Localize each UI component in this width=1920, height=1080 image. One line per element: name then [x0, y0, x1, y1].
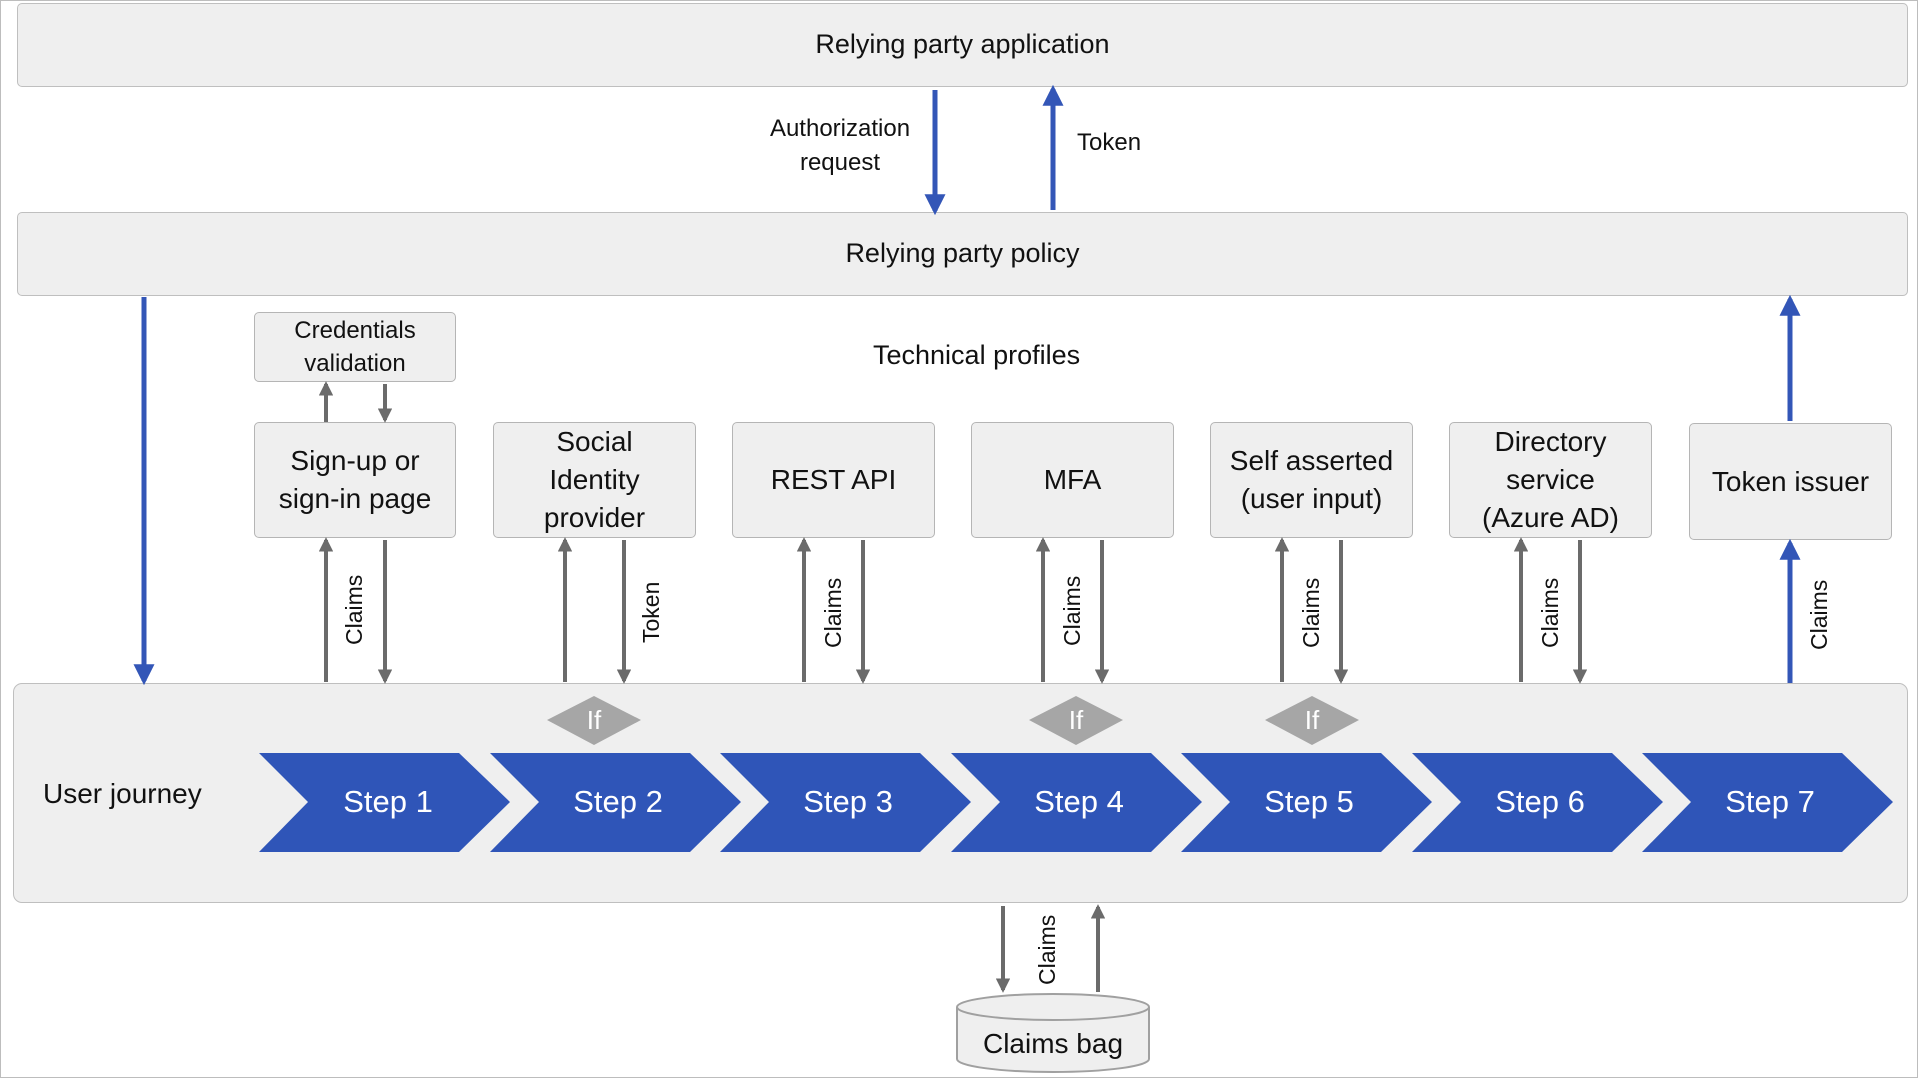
- technical-profile-social-idp: Social Identity provider: [493, 422, 696, 538]
- technical-profile-token-issuer: Token issuer: [1689, 423, 1892, 540]
- profile-line: sign-in page: [278, 483, 432, 514]
- step-6-label: Step 6: [1495, 784, 1585, 819]
- step-4-chevron: Step 4: [951, 753, 1202, 852]
- relying-party-policy-label: Relying party policy: [845, 238, 1080, 268]
- profile-line: MFA: [1043, 464, 1102, 495]
- if-diamond-step-2: If: [547, 696, 641, 745]
- if-label: If: [587, 705, 602, 735]
- step-4-label: Step 4: [1034, 784, 1124, 819]
- conditional-diamonds: If If If: [547, 696, 1359, 745]
- claims-bag-cylinder: Claims bag: [956, 993, 1150, 1073]
- profile-line: Identity: [549, 464, 640, 495]
- claims-bag-label: Claims bag: [983, 1028, 1123, 1059]
- step-5-chevron: Step 5: [1181, 753, 1432, 852]
- credentials-validation-line1: Credentials: [294, 317, 416, 344]
- step-7-chevron: Step 7: [1642, 753, 1893, 852]
- if-label: If: [1069, 705, 1084, 735]
- step-3-chevron: Step 3: [720, 753, 971, 852]
- technical-profile-rest-api: REST API: [732, 422, 935, 538]
- relying-party-policy-box: Relying party policy: [17, 212, 1908, 296]
- step-1-chevron: Step 1: [259, 753, 510, 852]
- gray-arrows: [318, 381, 1588, 993]
- step-2-label: Step 2: [573, 784, 663, 819]
- step-6-chevron: Step 6: [1412, 753, 1663, 852]
- step-5-label: Step 5: [1264, 784, 1354, 819]
- user-journey-label: User journey: [43, 778, 202, 809]
- step-2-chevron: Step 2: [490, 753, 741, 852]
- technical-profiles-label: Technical profiles: [873, 340, 1081, 370]
- profile-line: (user input): [1240, 483, 1383, 514]
- profile-line: service: [1506, 464, 1595, 495]
- profile-line: (Azure AD): [1482, 502, 1619, 533]
- token-label: Token: [1077, 129, 1142, 156]
- technical-profile-mfa: MFA: [971, 422, 1174, 538]
- if-diamond-step-5: If: [1265, 696, 1359, 745]
- technical-profile-self-asserted: Self asserted (user input): [1210, 422, 1413, 538]
- profile-line: Sign-up or: [290, 445, 420, 476]
- profile-line: provider: [543, 502, 646, 533]
- authorization-request-line2: request: [799, 149, 881, 176]
- step-7-label: Step 7: [1725, 784, 1815, 819]
- if-label: If: [1305, 705, 1320, 735]
- relying-party-application-label: Relying party application: [815, 29, 1110, 59]
- authorization-request-line1: Authorization: [769, 115, 911, 142]
- blue-arrows: [133, 84, 1801, 686]
- profile-line: Social: [556, 426, 633, 457]
- profile-line: Token issuer: [1711, 465, 1870, 497]
- if-diamond-step-4: If: [1029, 696, 1123, 745]
- credentials-validation-box: Credentials validation: [254, 312, 456, 382]
- authorization-request-label: Authorization request: [740, 112, 940, 180]
- profile-line: Directory: [1494, 426, 1607, 457]
- step-1-label: Step 1: [343, 784, 433, 819]
- technical-profile-signup-signin: Sign-up or sign-in page: [254, 422, 456, 538]
- credentials-validation-line2: validation: [304, 350, 406, 377]
- technical-profile-directory-service: Directory service (Azure AD): [1449, 422, 1652, 538]
- relying-party-application-box: Relying party application: [17, 3, 1908, 87]
- step-3-label: Step 3: [803, 784, 893, 819]
- profile-line: Self asserted: [1229, 445, 1394, 476]
- profile-line: REST API: [770, 464, 897, 495]
- journey-steps: Step 1 Step 2 Step 3 Step 4 Step 5 Step …: [259, 753, 1893, 852]
